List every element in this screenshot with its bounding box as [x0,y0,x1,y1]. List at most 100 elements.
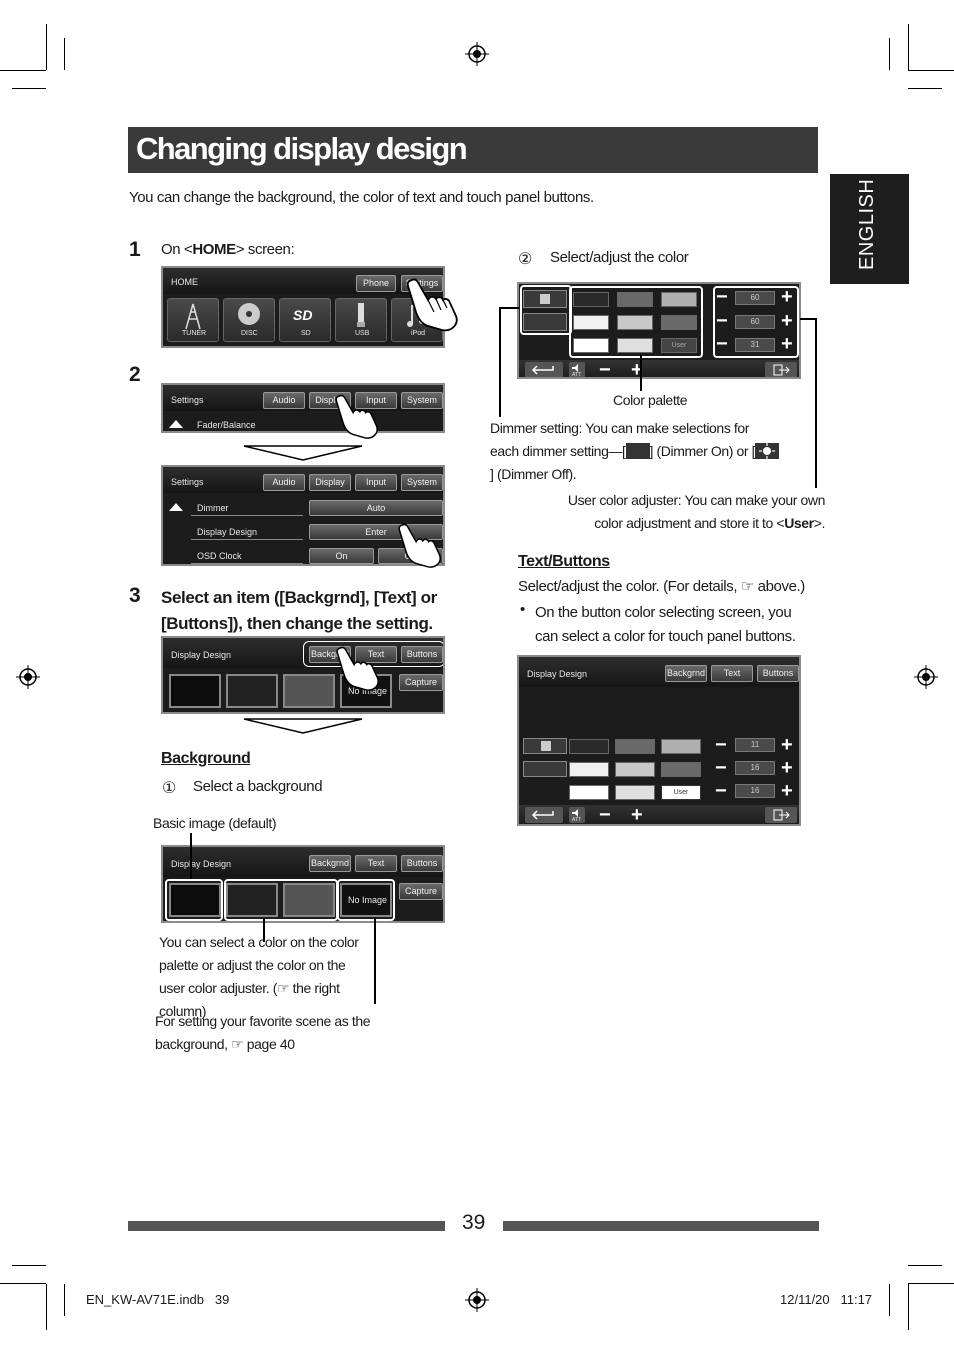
sun-icon [755,443,780,459]
settings-screen-a: Settings Audio Display Input System Fade… [161,383,445,433]
capture-button[interactable]: Capture [399,883,443,900]
palette-swatch[interactable] [617,338,653,353]
settings-row-display-design[interactable]: Display Design [191,524,303,540]
plus-button[interactable]: + [631,359,643,379]
background-thumb-basic[interactable] [169,883,221,917]
crop-mark [64,1284,65,1316]
background-thumb-gray[interactable] [283,674,335,708]
palette-swatch[interactable] [615,739,655,754]
scroll-up-icon[interactable] [167,418,185,430]
background-thumb-dark[interactable] [226,883,278,917]
minus-button[interactable]: − [715,734,727,756]
minus-button[interactable]: − [715,780,727,802]
exit-icon[interactable] [765,807,797,823]
palette-swatch[interactable] [661,292,697,307]
settings-row[interactable]: Fader/Balance [191,417,303,431]
disc-button[interactable]: DISC [223,298,275,342]
plus-button[interactable]: + [781,734,793,756]
minus-button[interactable]: − [599,359,611,379]
palette-swatch[interactable] [661,315,697,330]
bottom-bar [519,360,799,377]
tab-input[interactable]: Input [355,392,397,409]
pointing-hand-icon [335,394,378,439]
background-thumb-dark[interactable] [226,674,278,708]
minus-button[interactable]: − [599,804,611,826]
tab-backgrnd[interactable]: Backgrnd [309,855,351,872]
back-arrow-icon[interactable] [525,807,563,823]
usb-button[interactable]: USB [335,298,387,342]
disc-label: DISC [241,330,258,337]
dimmer-off-button[interactable] [523,738,567,754]
palette-swatch[interactable] [615,785,655,800]
tab-audio[interactable]: Audio [263,474,305,491]
tab-buttons[interactable]: Buttons [401,646,443,663]
tab-display[interactable]: Display [309,474,351,491]
minus-button[interactable]: − [716,333,728,355]
screen-header [163,268,443,294]
dimmer-on-button[interactable] [523,761,567,777]
plus-button[interactable]: + [781,780,793,802]
registration-mark-icon [16,665,40,689]
settings-row-dimmer[interactable]: Dimmer [191,500,303,516]
tab-text[interactable]: Text [355,855,397,872]
palette-swatch[interactable] [615,762,655,777]
dimmer-value-button[interactable]: Auto [309,500,443,516]
phone-button[interactable]: Phone [356,275,396,292]
palette-swatch[interactable] [661,739,701,754]
crop-mark [0,70,46,71]
basic-image-label: Basic image (default) [153,815,277,831]
minus-button[interactable]: − [715,757,727,779]
tab-input[interactable]: Input [355,474,397,491]
usb-label: USB [355,330,370,337]
tuner-button[interactable]: TUNER [167,298,219,342]
palette-swatch[interactable] [661,762,701,777]
minus-button[interactable]: − [716,310,728,332]
tab-buttons[interactable]: Buttons [757,665,799,682]
no-image-button[interactable]: No Image [340,883,392,917]
plus-button[interactable]: + [781,286,793,308]
settings-row-osd-clock[interactable]: OSD Clock [191,548,303,564]
callout-line [263,918,265,942]
pointing-hand-icon [406,278,458,332]
crop-mark [12,1265,46,1266]
tab-system[interactable]: System [401,392,443,409]
palette-swatch[interactable] [617,292,653,307]
palette-swatch[interactable] [569,762,609,777]
scroll-up-icon[interactable] [167,501,185,513]
capture-button[interactable]: Capture [399,674,443,691]
color-value: 60 [735,315,775,329]
minus-button[interactable]: − [716,286,728,308]
palette-swatch[interactable] [617,315,653,330]
dimmer-off-button[interactable] [523,290,567,308]
palette-swatch[interactable] [573,292,609,307]
palette-swatch[interactable] [573,338,609,353]
sd-button[interactable]: SD SD [279,298,331,342]
tab-backgrnd[interactable]: Backgrnd [665,665,707,682]
tab-audio[interactable]: Audio [263,392,305,409]
sun-icon [541,741,551,751]
palette-swatch[interactable] [569,785,609,800]
palette-swatch[interactable] [573,315,609,330]
row-label: Display Design [197,527,258,537]
user-swatch[interactable]: User [661,785,701,800]
att-speaker-icon[interactable] [569,362,585,378]
palette-swatch[interactable] [569,739,609,754]
tab-buttons[interactable]: Buttons [401,855,443,872]
dimmer-on-button[interactable] [523,313,567,331]
background-thumb-gray[interactable] [283,883,335,917]
plus-button[interactable]: + [781,310,793,332]
tab-text[interactable]: Text [355,646,397,663]
plus-button[interactable]: + [781,333,793,355]
exit-icon[interactable] [765,362,797,378]
osd-on-button[interactable]: On [309,548,374,564]
tab-text[interactable]: Text [711,665,753,682]
plus-button[interactable]: + [631,804,643,826]
back-arrow-icon[interactable] [525,362,563,378]
tab-system[interactable]: System [401,474,443,491]
plus-button[interactable]: + [781,757,793,779]
color-palette-screen: User − 60 + − 60 + − 31 + ATT − + [517,282,801,379]
background-thumb-basic[interactable] [169,674,221,708]
step3-heading: Select an item ([Backgrnd], [Text] or [B… [161,588,437,633]
att-speaker-icon[interactable] [569,807,585,823]
user-swatch[interactable]: User [661,338,697,353]
